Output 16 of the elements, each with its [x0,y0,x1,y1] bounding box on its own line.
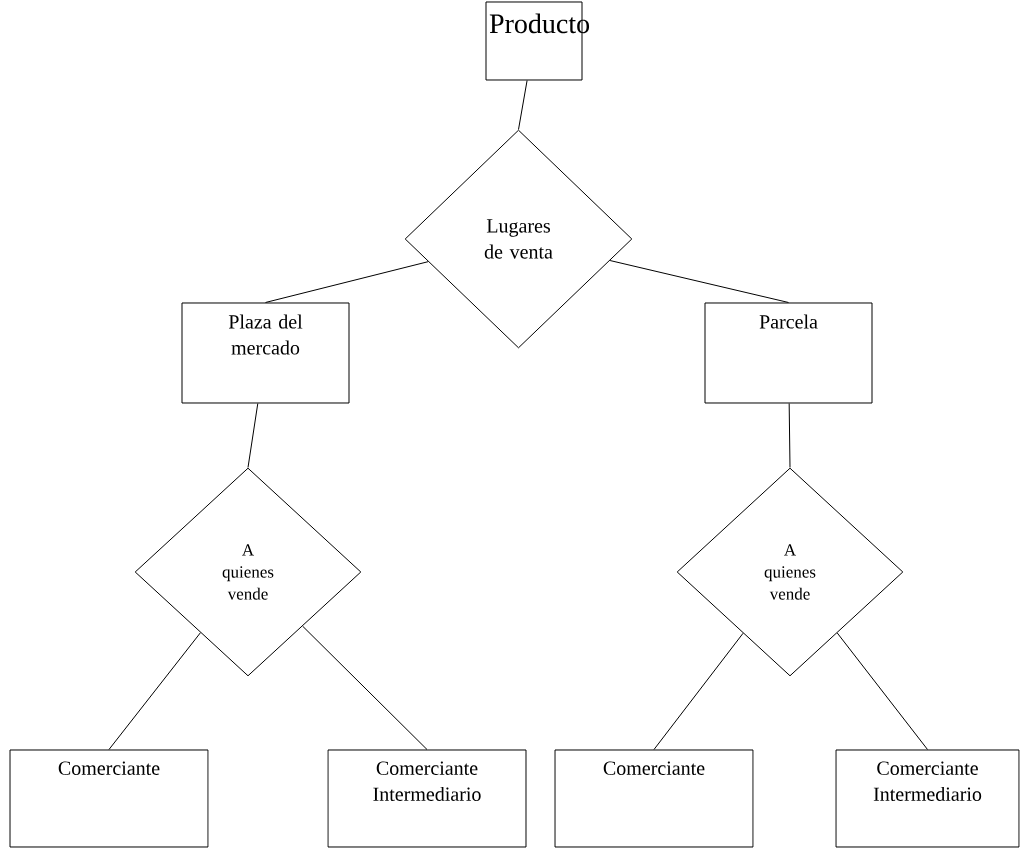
entity-box: Plaza del mercado [181,302,350,404]
entity-box: Comerciante [9,749,209,848]
connector-line [518,80,528,130]
connector-line [247,403,259,468]
connector-line [609,260,789,303]
entity-box: Parcela [704,302,873,404]
connector-line [108,632,201,750]
connector-line [302,625,428,750]
connector-line [653,632,744,750]
entity-box: Comerciante Intermediario [327,749,527,848]
entity-box: Comerciante Intermediario [835,749,1020,848]
entity-box: Comerciante [554,749,754,848]
connector-line [265,261,429,303]
connector-line [788,403,791,468]
entity-box: Producto [485,1,590,81]
connector-line [836,632,928,750]
